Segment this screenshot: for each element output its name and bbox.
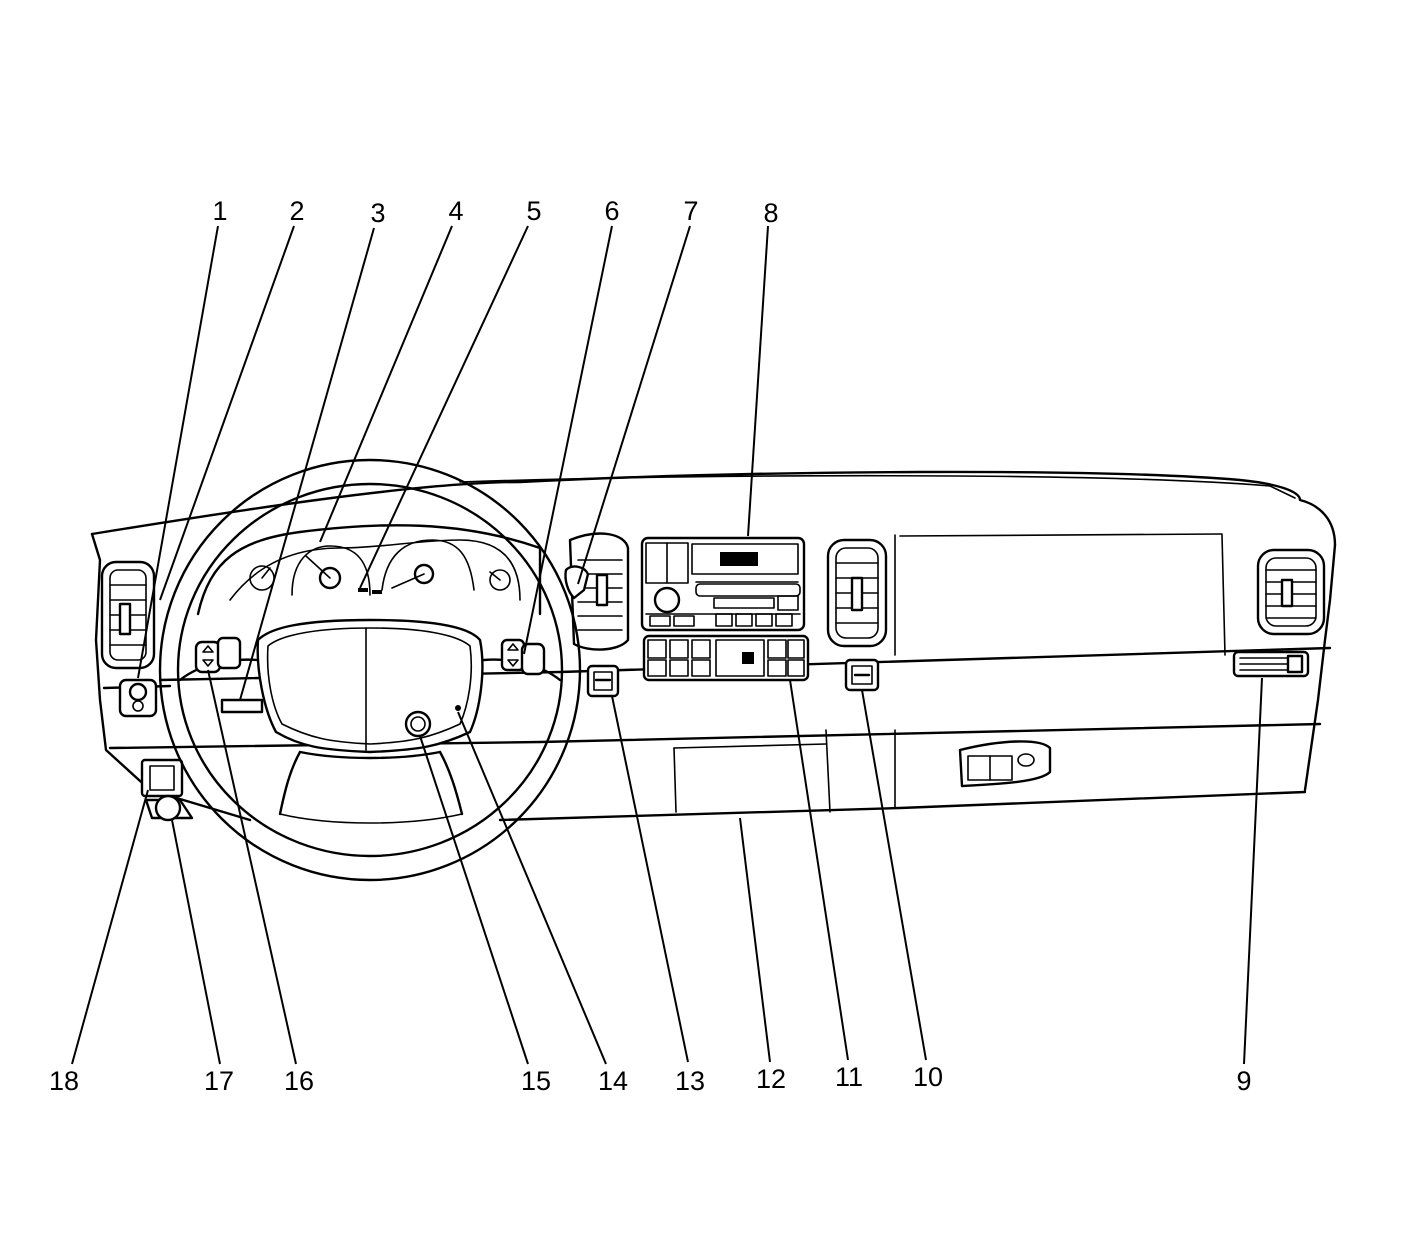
callout-14: 14 [598, 1066, 628, 1096]
side-window-outlet [1232, 650, 1310, 678]
callout-9: 9 [1236, 1066, 1251, 1096]
callout-17: 17 [204, 1066, 234, 1096]
center-right-air-vent [826, 538, 888, 648]
instrument-cluster [196, 524, 542, 616]
callout-16: 16 [284, 1066, 314, 1096]
leader-lines [71, 225, 1263, 1065]
right-center-switch [844, 658, 880, 692]
callout-3: 3 [370, 198, 385, 228]
right-air-vent [1256, 548, 1326, 636]
left-air-vent [100, 560, 156, 670]
turn-signal-lever [564, 565, 590, 600]
callout-8: 8 [763, 198, 778, 228]
callout-2: 2 [289, 196, 304, 226]
callout-7: 7 [683, 196, 698, 226]
callout-15: 15 [521, 1066, 551, 1096]
callout-1: 1 [212, 196, 227, 226]
callout-5: 5 [526, 196, 541, 226]
radio [640, 536, 806, 632]
glovebox-latch [958, 740, 1052, 788]
callout-13: 13 [675, 1066, 705, 1096]
callout-labels: 1 2 3 4 5 6 7 8 9 10 11 12 13 14 15 16 1… [49, 196, 1252, 1096]
storage-compartment [673, 743, 827, 813]
callout-4: 4 [448, 196, 463, 226]
callout-18: 18 [49, 1066, 79, 1096]
left-center-switch [586, 664, 620, 698]
callout-11: 11 [835, 1062, 863, 1092]
lower-left-switches [140, 758, 194, 822]
headlamp-switch [118, 678, 158, 718]
callout-10: 10 [913, 1062, 943, 1092]
callout-6: 6 [604, 196, 619, 226]
callout-12: 12 [756, 1064, 786, 1094]
climate-control [642, 634, 810, 682]
steering-wheel [158, 458, 582, 882]
